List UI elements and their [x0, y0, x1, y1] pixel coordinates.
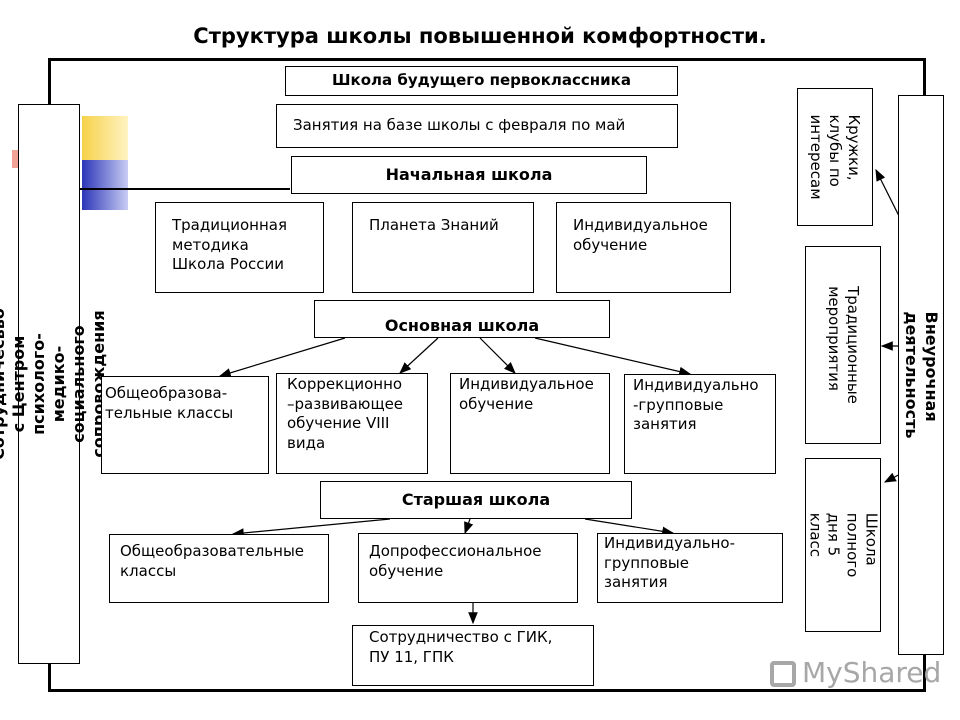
watermark-logo: MyShared	[770, 656, 941, 689]
logo-text: MyShared	[802, 656, 942, 689]
classes-info-label: Занятия на базе школы с февраля по май	[293, 116, 626, 135]
primary-item-planet: Планета Знаний	[352, 202, 534, 293]
basic-item-individual: Индивидуальное обучение	[450, 373, 610, 474]
deco-line	[80, 188, 290, 190]
page-title: Структура школы повышенной комфортности.	[193, 24, 767, 48]
senior-item-label: Допрофессиональное обучение	[369, 542, 542, 580]
primary-item-individual: Индивидуальное обучение	[556, 202, 731, 293]
basic-item-label: Индивидуально -групповые занятия	[633, 376, 759, 433]
primary-school-title: Начальная школа	[385, 164, 553, 184]
basic-item-label: Индивидуальное обучение	[459, 375, 594, 413]
senior-item-general: Общеобразовательные классы	[109, 534, 329, 603]
extra-fullday-box: Школа полного дня 5 класс	[805, 458, 881, 632]
extracurricular-panel: Внеурочная деятельность	[898, 95, 944, 655]
extra-clubs-box: Кружки, клубы по интересам	[797, 88, 873, 226]
basic-item-label: Общеобразова- тельные классы	[105, 384, 234, 422]
future-first-grader-box: Школа будущего первоклассника	[285, 66, 678, 96]
basic-school-title: Основная школа	[384, 315, 540, 335]
basic-school-box: Основная школа	[314, 300, 610, 338]
senior-item-group: Индивидуально- групповые занятия	[597, 533, 783, 603]
cooperation-gik-label: Сотрудничество с ГИК, ПУ 11, ГПК	[369, 628, 553, 666]
primary-school-box: Начальная школа	[291, 156, 647, 194]
cooperation-gik-box: Сотрудничество с ГИК, ПУ 11, ГПК	[352, 625, 594, 686]
cooperation-center-label: Сотрудничесвво с Центром психолого- меди…	[0, 308, 108, 460]
primary-item-label: Индивидуальное обучение	[573, 216, 708, 254]
extra-clubs-label: Кружки, клубы по интересам	[807, 114, 864, 200]
classes-info-box: Занятия на базе школы с февраля по май	[276, 104, 678, 148]
senior-school-box: Старшая школа	[320, 481, 632, 519]
senior-school-title: Старшая школа	[401, 489, 551, 509]
primary-item-label: Традиционная методика Школа России	[172, 216, 287, 273]
extra-events-box: Традиционные мероприятия	[805, 246, 881, 444]
primary-item-traditional: Традиционная методика Школа России	[155, 202, 324, 293]
extra-fullday-label: Школа полного дня 5 класс	[806, 512, 881, 578]
senior-item-prof: Допрофессиональное обучение	[358, 533, 578, 603]
extracurricular-label: Внеурочная деятельность	[902, 311, 941, 439]
basic-item-label: Коррекционно –развивающее обучение VIII …	[287, 375, 404, 452]
basic-item-group: Индивидуально -групповые занятия	[624, 374, 776, 474]
future-first-grader-label: Школа будущего первоклассника	[332, 71, 631, 90]
deco-blue-square	[82, 160, 128, 210]
basic-item-correction: Коррекционно –развивающее обучение VIII …	[276, 373, 428, 474]
basic-item-general: Общеобразова- тельные классы	[101, 376, 269, 474]
logo-mark-icon	[770, 661, 796, 687]
deco-yellow-square	[82, 116, 128, 162]
senior-item-label: Общеобразовательные классы	[120, 542, 305, 580]
primary-item-label: Планета Знаний	[369, 216, 499, 234]
extra-events-label: Традиционные мероприятия	[825, 286, 862, 404]
senior-item-label: Индивидуально- групповые занятия	[604, 534, 736, 591]
cooperation-center-panel: Сотрудничесвво с Центром психолого- меди…	[0, 104, 108, 664]
